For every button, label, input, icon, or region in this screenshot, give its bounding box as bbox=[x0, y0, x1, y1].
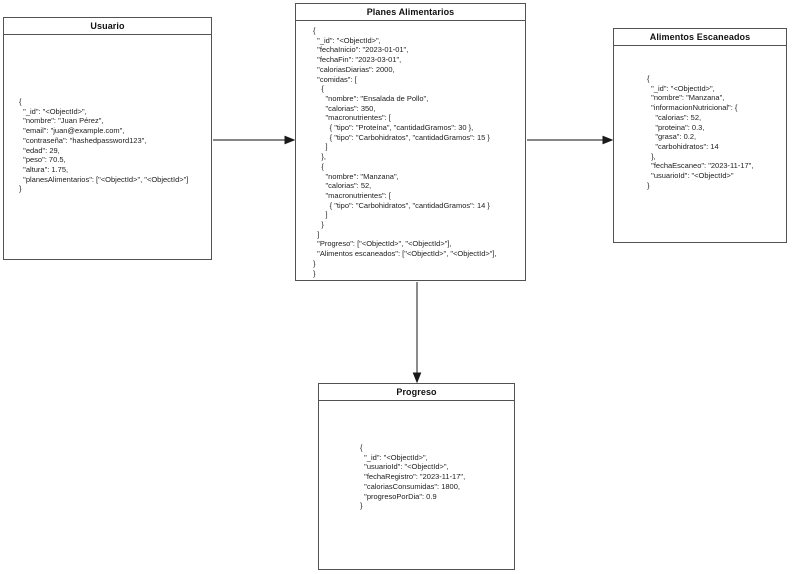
entity-usuario-title: Usuario bbox=[4, 18, 211, 35]
entity-usuario-body: { "_id": "<ObjectId>", "nombre": "Juan P… bbox=[19, 97, 189, 194]
entity-planes-alimentarios-title: Planes Alimentarios bbox=[296, 4, 525, 21]
arrow-usuario-to-planes bbox=[213, 135, 296, 145]
arrow-planes-to-alimentos bbox=[527, 135, 614, 145]
entity-usuario[interactable]: Usuario { "_id": "<ObjectId>", "nombre":… bbox=[3, 17, 212, 260]
entity-planes-alimentarios-body: { "_id": "<ObjectId>", "fechaInicio": "2… bbox=[313, 26, 497, 278]
entity-alimentos-escaneados-title: Alimentos Escaneados bbox=[614, 29, 786, 46]
arrow-planes-to-progreso bbox=[412, 282, 422, 384]
entity-progreso-title: Progreso bbox=[319, 384, 514, 401]
entity-alimentos-escaneados-body: { "_id": "<ObjectId>", "nombre": "Manzan… bbox=[647, 74, 754, 190]
entity-progreso[interactable]: Progreso { "_id": "<ObjectId>", "usuario… bbox=[318, 383, 515, 570]
entity-alimentos-escaneados[interactable]: Alimentos Escaneados { "_id": "<ObjectId… bbox=[613, 28, 787, 243]
entity-planes-alimentarios[interactable]: Planes Alimentarios { "_id": "<ObjectId>… bbox=[295, 3, 526, 281]
entity-progreso-body: { "_id": "<ObjectId>", "usuarioId": "<Ob… bbox=[360, 443, 466, 511]
